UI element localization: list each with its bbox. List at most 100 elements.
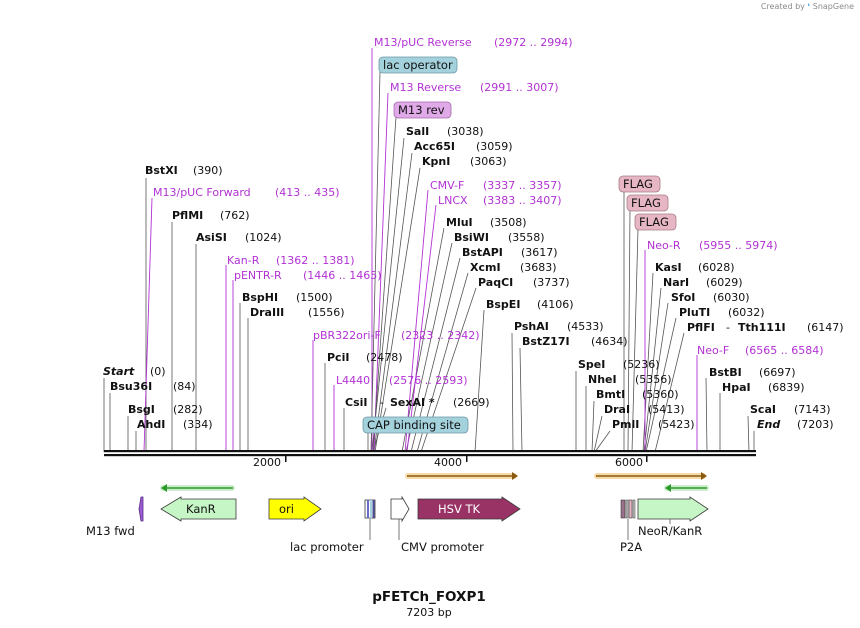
cmv-promoter-feature bbox=[390, 495, 410, 523]
site-position: (3059) bbox=[476, 140, 513, 153]
lac-promoter-label: lac promoter bbox=[290, 540, 364, 554]
site-label: AsiSI bbox=[196, 231, 227, 244]
lac-promoter-feature bbox=[364, 499, 376, 519]
kanr-label: KanR bbox=[186, 502, 216, 516]
site-position: (4533) bbox=[567, 320, 604, 333]
tick-label-2000: 2000 bbox=[253, 456, 281, 469]
site-position: (6839) bbox=[768, 381, 805, 394]
site-label: PmlI bbox=[612, 418, 639, 431]
kanr-feature: KanR bbox=[160, 496, 237, 522]
site-position: (5423) bbox=[658, 418, 695, 431]
primer-label: CMV-F bbox=[430, 179, 464, 192]
hsv-tk-label: HSV TK bbox=[438, 502, 480, 516]
site-label: AhdI bbox=[137, 418, 165, 431]
primer-position: (3383 .. 3407) bbox=[483, 194, 562, 207]
credit: Created by ❛ SnapGene bbox=[760, 2, 854, 11]
primer-position: (2991 .. 3007) bbox=[480, 81, 559, 94]
neor-kanr-feature bbox=[637, 496, 709, 522]
ruler-labels: 2000 4000 6000 bbox=[253, 456, 643, 469]
tick-label-6000: 6000 bbox=[615, 456, 643, 469]
site-position: (6028) bbox=[698, 261, 735, 274]
site-label: MluI bbox=[446, 216, 473, 229]
credit-brand: SnapGene bbox=[812, 2, 854, 11]
site-label: SpeI bbox=[578, 358, 605, 371]
site-label: Bsu36I bbox=[110, 380, 152, 393]
site-position: (3038) bbox=[447, 125, 484, 138]
site-label: PaqCI bbox=[478, 276, 513, 289]
site-position: (4106) bbox=[537, 298, 574, 311]
feature-box-label: lac operator bbox=[383, 58, 453, 72]
orf-arrow-4 bbox=[664, 484, 709, 492]
primer-position: (2576 .. 2593) bbox=[389, 374, 468, 387]
feature-box-label: FLAG bbox=[623, 177, 653, 191]
ori-feature: ori bbox=[268, 496, 322, 522]
primer-label: Kan-R bbox=[227, 254, 260, 267]
feature-box-label: M13 rev bbox=[398, 103, 445, 117]
site-position: (282) bbox=[173, 403, 203, 416]
site-label: PflMI bbox=[172, 209, 203, 222]
p2a-label: P2A bbox=[620, 540, 642, 554]
site-separator: - bbox=[726, 321, 730, 334]
site-label: BstXI bbox=[145, 164, 178, 177]
primer-position: (413 .. 435) bbox=[275, 186, 340, 199]
primer-position: (2972 .. 2994) bbox=[494, 36, 573, 49]
p2a-feature bbox=[620, 499, 636, 519]
site-label: Tth111I bbox=[738, 321, 786, 334]
site-position: (7143) bbox=[794, 403, 831, 416]
feature-box-label: FLAG bbox=[639, 215, 669, 229]
site-position: (390) bbox=[193, 164, 223, 177]
feature-labels: M13 fwd lac promoter CMV promoter P2A Ne… bbox=[86, 524, 702, 554]
site-label: KpnI bbox=[422, 155, 450, 168]
feature-track: KanR ori HSV TK bbox=[138, 495, 709, 540]
site-position: (5356) bbox=[635, 373, 672, 386]
site-label: BsiWI bbox=[454, 231, 489, 244]
site-label: PflFI bbox=[687, 321, 715, 334]
m13-fwd-label: M13 fwd bbox=[86, 524, 135, 538]
site-label: End bbox=[757, 418, 780, 431]
site-position: (0) bbox=[150, 365, 166, 378]
neor-kanr-label: NeoR/KanR bbox=[638, 524, 702, 538]
orf-arrow-2 bbox=[594, 472, 707, 480]
primer-label: pENTR-R bbox=[234, 269, 282, 282]
site-position: (2478) bbox=[366, 351, 403, 364]
primer-label: M13/pUC Forward bbox=[153, 186, 251, 199]
feature-box-label: FLAG bbox=[631, 196, 661, 210]
tick-label-4000: 4000 bbox=[434, 456, 462, 469]
primer-label: Neo-F bbox=[697, 344, 729, 357]
primer-position: (3337 .. 3357) bbox=[483, 179, 562, 192]
site-label: SalI bbox=[406, 125, 429, 138]
site-position: (3683) bbox=[520, 261, 557, 274]
site-label: BstBI bbox=[709, 366, 742, 379]
feature-label-leaders bbox=[369, 519, 671, 540]
site-label: PluTI bbox=[679, 306, 710, 319]
site-position: (5413) bbox=[648, 403, 685, 416]
site-position: (334) bbox=[183, 418, 213, 431]
site-position: (6697) bbox=[759, 366, 796, 379]
site-position: (3737) bbox=[533, 276, 570, 289]
site-label: DraI bbox=[604, 403, 630, 416]
site-position: (1024) bbox=[245, 231, 282, 244]
plasmid-length: 7203 bp bbox=[406, 606, 451, 619]
primer-label: Neo-R bbox=[647, 239, 681, 252]
site-label: Acc65I bbox=[414, 140, 455, 153]
site-position: (6147) bbox=[807, 321, 844, 334]
site-label: DraIII bbox=[250, 306, 284, 319]
site-label: NheI bbox=[588, 373, 617, 386]
site-label: PshAI bbox=[514, 320, 549, 333]
site-position: (3508) bbox=[490, 216, 527, 229]
site-label: KasI bbox=[655, 261, 682, 274]
site-position: (7203) bbox=[797, 418, 834, 431]
title-block: pFETCh_FOXP1 7203 bp bbox=[372, 589, 486, 619]
primer-position: (6565 .. 6584) bbox=[745, 344, 824, 357]
orf-arrows bbox=[160, 472, 709, 492]
site-label: ScaI bbox=[750, 403, 776, 416]
site-label: BstZ17I bbox=[522, 335, 570, 348]
site-label: NarI bbox=[663, 276, 689, 289]
site-position: (3558) bbox=[508, 231, 545, 244]
feature-box-label: CAP binding site bbox=[367, 418, 461, 432]
primer-position: (5955 .. 5974) bbox=[699, 239, 778, 252]
site-label: BsgI bbox=[128, 403, 155, 416]
ori-label: ori bbox=[279, 502, 294, 516]
site-label: SfoI bbox=[671, 291, 695, 304]
